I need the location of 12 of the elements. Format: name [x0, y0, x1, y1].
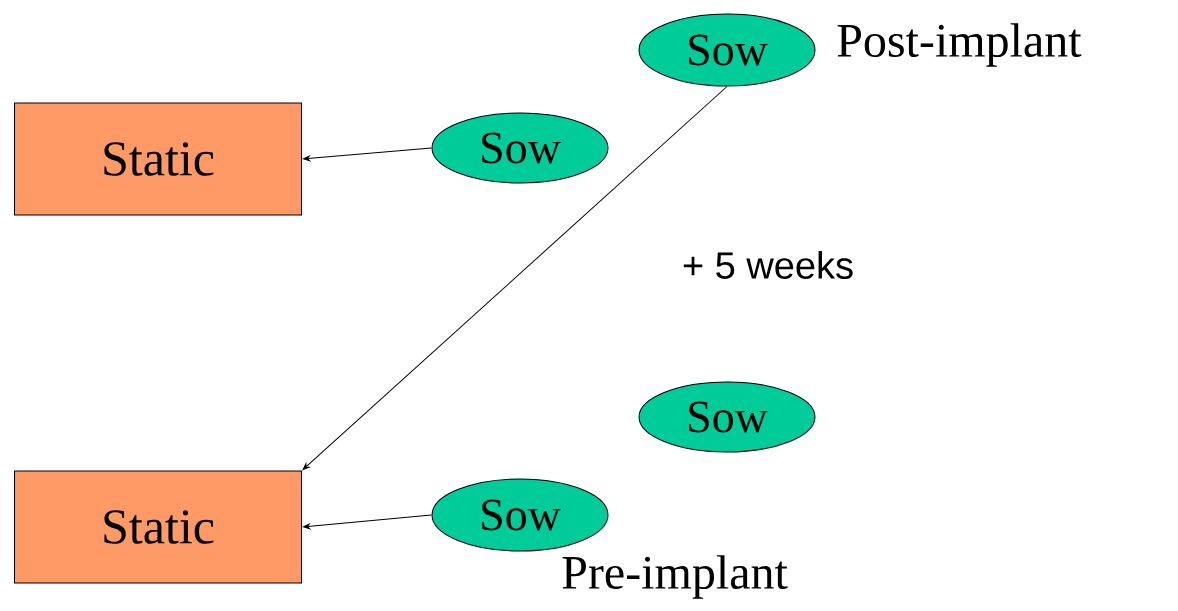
beside-text: Pre-implant — [562, 555, 788, 599]
beside-text: Post-implant — [837, 23, 1082, 67]
arrow — [302, 514, 432, 530]
arrow — [302, 86, 728, 471]
note-text: + 5 weeks — [683, 251, 853, 279]
ellipse-node: Sow — [431, 112, 609, 184]
arrow — [302, 147, 432, 162]
ellipse-node: Sow — [431, 478, 609, 552]
process-box: Static — [14, 470, 302, 584]
ellipse-node: Sow — [638, 13, 816, 87]
process-box: Static — [14, 102, 302, 216]
ellipse-node: Sow — [638, 381, 816, 453]
